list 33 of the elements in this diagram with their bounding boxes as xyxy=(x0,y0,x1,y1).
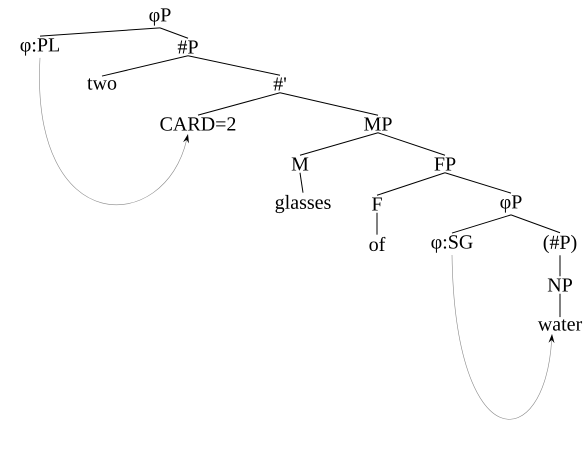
tree-branch xyxy=(376,172,446,196)
tree-label: φ:PL xyxy=(20,38,59,56)
tree-branch xyxy=(188,55,280,76)
tree-label: #P xyxy=(178,40,198,54)
tree-label: F xyxy=(372,197,382,211)
tree-label: M xyxy=(292,157,308,171)
tree-branch xyxy=(160,27,188,39)
tree-branch xyxy=(102,55,188,77)
tree-label: #' xyxy=(274,77,286,91)
tree-label: φP xyxy=(500,195,522,213)
tree-branch xyxy=(378,132,446,156)
tree-branch xyxy=(300,132,378,156)
tree-branch xyxy=(198,92,280,116)
tree-label: φ:SG xyxy=(431,235,473,253)
tree-label: (#P) xyxy=(544,234,576,254)
tree-label: φP xyxy=(149,8,171,26)
tree-branch xyxy=(376,212,378,236)
tree-label: water xyxy=(538,319,582,331)
tree-label: glasses xyxy=(276,194,331,214)
curved-arrow xyxy=(452,254,554,420)
tree-branch xyxy=(300,172,304,194)
tree-branch xyxy=(280,92,378,116)
tree-branch xyxy=(444,172,512,194)
tree-label: of xyxy=(369,236,386,252)
tree-branch xyxy=(40,27,160,37)
tree-label: FP xyxy=(434,157,456,171)
tree-label: two xyxy=(87,78,116,90)
tree-branch xyxy=(510,214,560,234)
curved-arrow xyxy=(40,58,189,206)
tree-label: MP xyxy=(364,117,392,131)
tree-branch xyxy=(452,214,512,234)
tree-label: NP xyxy=(548,278,572,292)
tree-label: CARD=2 xyxy=(160,117,236,131)
